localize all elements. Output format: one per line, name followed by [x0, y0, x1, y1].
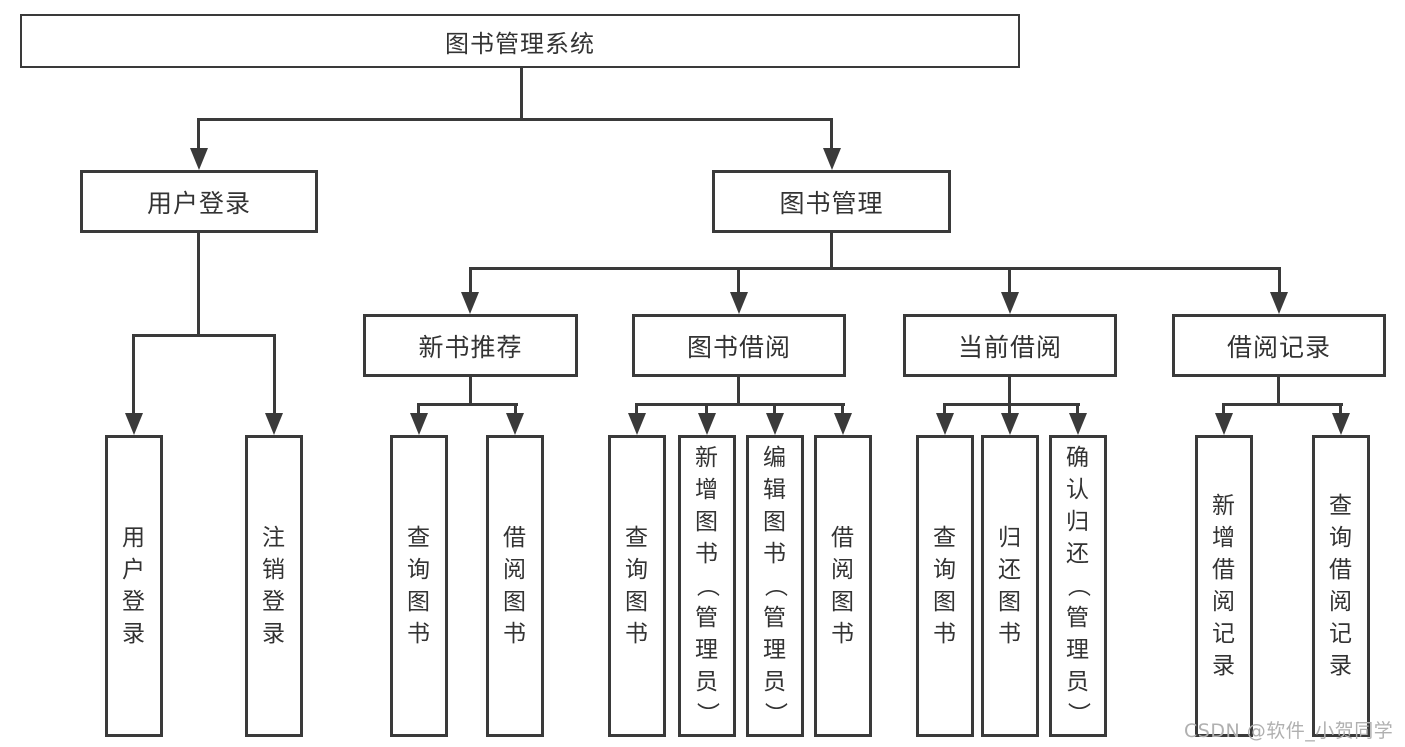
leaf-label: 借阅图书 — [831, 525, 855, 647]
arrowhead-down-icon — [265, 413, 283, 435]
connector-line — [1008, 376, 1011, 406]
leaf-logout: 注销登录 — [245, 435, 303, 737]
node-label: 图书借阅 — [686, 332, 791, 362]
arrowhead-down-icon — [1069, 413, 1087, 435]
leaf-label: 查询图书 — [625, 525, 649, 647]
connector-line — [943, 403, 1080, 406]
leaf-borrowing-query-books: 查询图书 — [608, 435, 666, 737]
connector-line — [469, 267, 472, 295]
connector-line — [1222, 403, 1343, 406]
node-book-borrowing: 图书借阅 — [632, 314, 846, 377]
leaf-records-add-record: 新增借阅记录 — [1195, 435, 1253, 737]
node-borrowing-records: 借阅记录 — [1172, 314, 1386, 377]
connector-line — [737, 376, 740, 406]
leaf-label: 用户登录 — [122, 525, 146, 647]
connector-line — [841, 403, 844, 417]
node-label: 图书管理系统 — [445, 29, 595, 58]
leaf-newbook-query-books: 查询图书 — [390, 435, 448, 737]
node-new-book-recommendation: 新书推荐 — [363, 314, 578, 377]
connector-line — [197, 118, 200, 154]
arrowhead-down-icon — [834, 413, 852, 435]
leaf-label: 借阅图书 — [503, 525, 527, 647]
node-book-management: 图书管理 — [712, 170, 951, 233]
leaf-label: 查询图书 — [407, 525, 431, 647]
leaf-label: 新增图书（管理员） — [694, 445, 720, 726]
connector-line — [1278, 267, 1281, 295]
connector-line — [417, 403, 518, 406]
connector-line — [773, 403, 776, 417]
connector-line — [132, 334, 276, 337]
arrowhead-down-icon — [190, 148, 208, 170]
arrowhead-down-icon — [766, 413, 784, 435]
connector-line — [1277, 376, 1280, 406]
leaf-current-confirm-return-admin: 确认归还（管理员） — [1049, 435, 1107, 737]
arrowhead-down-icon — [1215, 413, 1233, 435]
connector-line — [1008, 403, 1011, 417]
leaf-label: 归还图书 — [998, 525, 1022, 647]
connector-line — [1008, 267, 1011, 295]
node-user-login: 用户登录 — [80, 170, 318, 233]
connector-line — [830, 118, 833, 154]
connector-line — [1339, 403, 1342, 417]
arrowhead-down-icon — [506, 413, 524, 435]
node-label: 借阅记录 — [1226, 332, 1331, 362]
leaf-user-login: 用户登录 — [105, 435, 163, 737]
arrowhead-down-icon — [628, 413, 646, 435]
connector-line — [514, 403, 517, 417]
leaf-current-return-books: 归还图书 — [981, 435, 1039, 737]
connector-line — [830, 232, 833, 270]
connector-line — [635, 403, 845, 406]
connector-line — [417, 403, 420, 417]
leaf-borrowing-borrow-books: 借阅图书 — [814, 435, 872, 737]
leaf-borrowing-add-books-admin: 新增图书（管理员） — [678, 435, 736, 737]
connector-line — [635, 403, 638, 417]
node-current-borrowing: 当前借阅 — [903, 314, 1117, 377]
leaf-label: 新增借阅记录 — [1212, 493, 1236, 679]
connector-line — [943, 403, 946, 417]
arrowhead-down-icon — [125, 413, 143, 435]
node-label: 当前借阅 — [957, 332, 1062, 362]
arrowhead-down-icon — [730, 292, 748, 314]
connector-line — [469, 376, 472, 406]
watermark-text: CSDN @软件_小贺同学 — [1184, 720, 1394, 742]
leaf-label: 注销登录 — [262, 525, 286, 647]
arrowhead-down-icon — [823, 148, 841, 170]
leaf-label: 确认归还（管理员） — [1065, 445, 1091, 726]
leaf-newbook-borrow-books: 借阅图书 — [486, 435, 544, 737]
connector-line — [197, 118, 833, 121]
connector-line — [520, 67, 523, 120]
leaf-borrowing-edit-books-admin: 编辑图书（管理员） — [746, 435, 804, 737]
leaf-label: 编辑图书（管理员） — [762, 445, 788, 726]
leaf-records-query-record: 查询借阅记录 — [1312, 435, 1370, 737]
node-label: 用户登录 — [146, 188, 251, 218]
arrowhead-down-icon — [410, 413, 428, 435]
arrowhead-down-icon — [1332, 413, 1350, 435]
arrowhead-down-icon — [461, 292, 479, 314]
arrowhead-down-icon — [1270, 292, 1288, 314]
connector-line — [132, 334, 135, 417]
leaf-current-query-books: 查询图书 — [916, 435, 974, 737]
connector-line — [1222, 403, 1225, 417]
arrowhead-down-icon — [1001, 292, 1019, 314]
arrowhead-down-icon — [1001, 413, 1019, 435]
leaf-label: 查询图书 — [933, 525, 957, 647]
connector-line — [273, 334, 276, 417]
node-library-management-system: 图书管理系统 — [20, 14, 1020, 68]
connector-line — [705, 403, 708, 417]
connector-line — [1076, 403, 1079, 417]
connector-line — [197, 232, 200, 336]
arrowhead-down-icon — [698, 413, 716, 435]
leaf-label: 查询借阅记录 — [1329, 493, 1353, 679]
connector-line — [737, 267, 740, 295]
node-label: 图书管理 — [779, 188, 884, 218]
arrowhead-down-icon — [936, 413, 954, 435]
node-label: 新书推荐 — [418, 332, 523, 362]
connector-line — [469, 267, 1281, 270]
